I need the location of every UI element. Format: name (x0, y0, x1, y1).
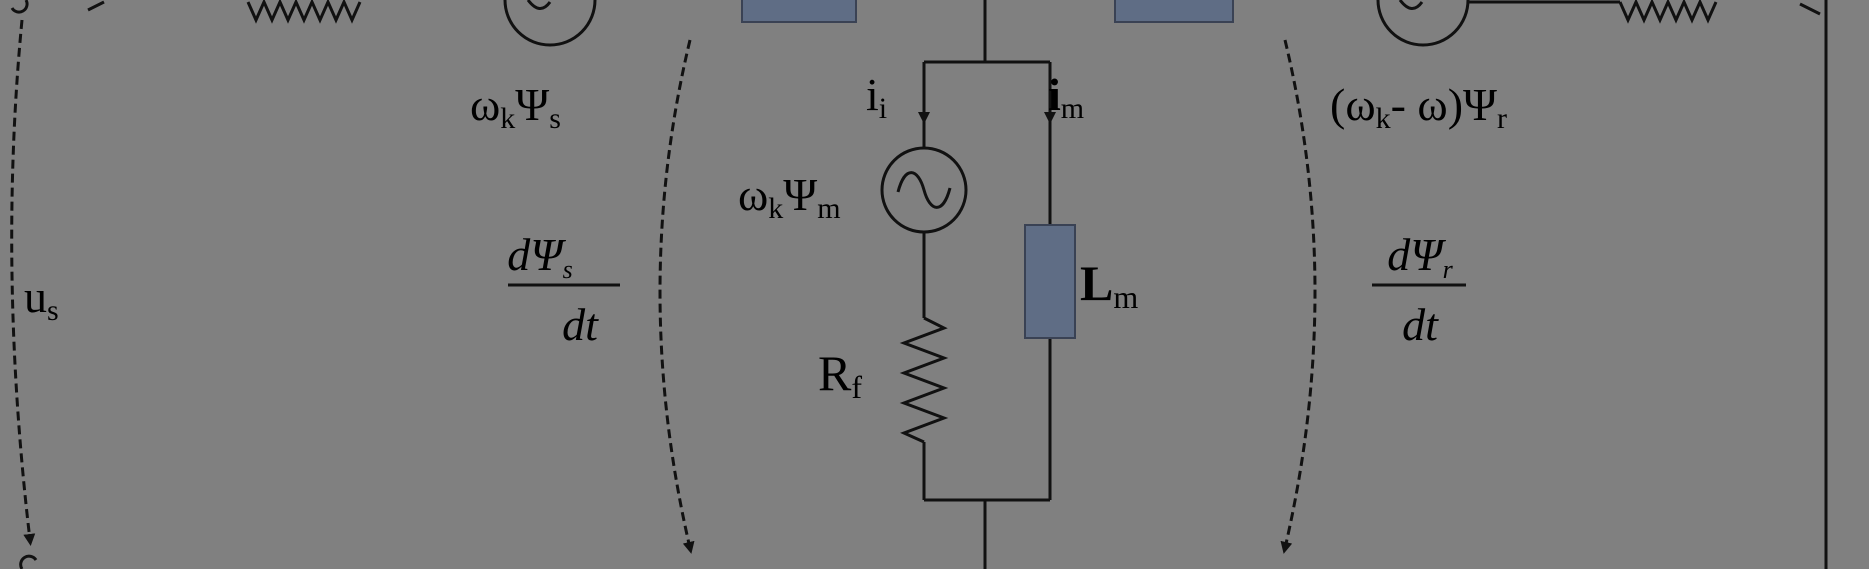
label-dpsi-r-dt: dΨr dt (1372, 229, 1466, 350)
source-psi-m (880, 146, 968, 234)
top-source-right (1376, 0, 1620, 47)
emf-arrow-dpsi-r (1280, 39, 1317, 554)
top-resistor-left (246, 0, 362, 24)
label-dpsi-s-dt: dΨs dt (507, 229, 620, 350)
label-rf: Rf (818, 345, 862, 405)
top-right-arrow (1799, 2, 1821, 16)
label-im: im (1048, 69, 1084, 125)
svg-text:dΨr: dΨr (1387, 229, 1453, 284)
top-inductor-left (741, 0, 857, 23)
top-source-left (503, 0, 597, 47)
inductor-lm (1024, 224, 1076, 339)
top-left-arrow (87, 0, 105, 12)
top-inductor-right (1114, 0, 1234, 23)
resistor-rf (899, 316, 949, 444)
svg-text:dt: dt (562, 299, 599, 350)
label-lm: Lm (1080, 255, 1138, 315)
bottom-left-terminal (19, 554, 38, 569)
top-resistor-right (1618, 0, 1718, 24)
svg-text:dt: dt (1402, 299, 1439, 350)
label-wk-minus-w-psi-r: (ωk- ω)Ψr (1330, 79, 1507, 135)
magnetizing-branch (922, 0, 1052, 569)
label-us: us (24, 271, 59, 327)
label-wk-psi-m: ωkΨm (738, 169, 841, 225)
top-left-terminal (10, 0, 29, 14)
label-ii: ii (866, 69, 887, 125)
svg-text:dΨs: dΨs (507, 229, 572, 284)
voltage-arrow-us (10, 19, 36, 546)
label-wk-psi-s: ωkΨs (470, 79, 561, 135)
emf-arrow-dpsi-s (658, 39, 695, 554)
